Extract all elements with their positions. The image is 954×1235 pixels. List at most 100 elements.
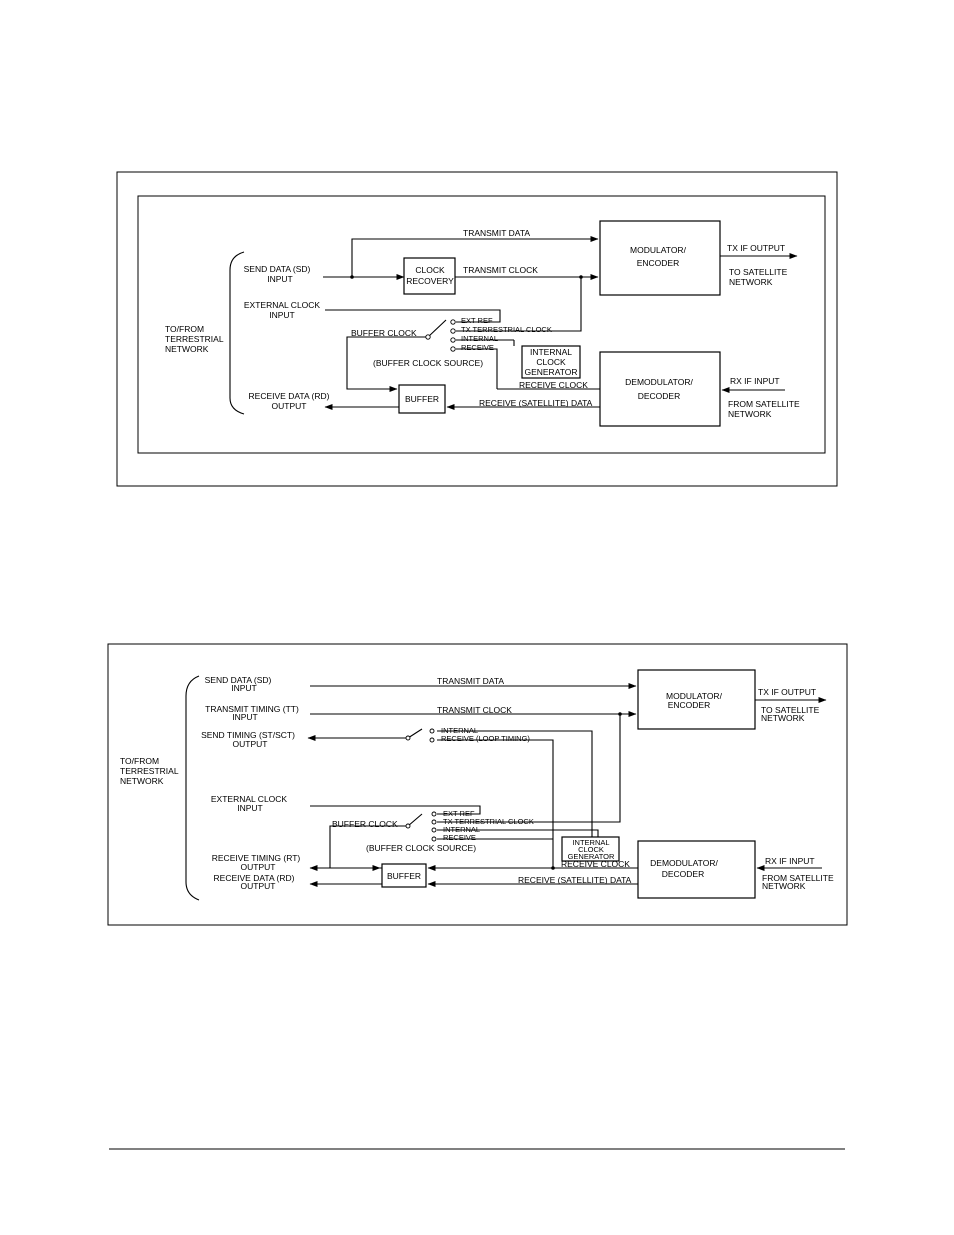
d2-switch-pivot bbox=[405, 823, 411, 829]
d2-switch-internal-label: INTERNAL bbox=[443, 825, 480, 834]
d1-modulator-block bbox=[599, 220, 721, 296]
d2-st-receive-wire bbox=[437, 739, 554, 868]
d2-receive-data-label-1: RECEIVE DATA (RD) bbox=[214, 873, 295, 883]
d2-buffer-label: BUFFER bbox=[387, 871, 421, 881]
d1-clock-recovery-label-1: CLOCK bbox=[415, 265, 445, 275]
d2-switch-ext-ref-label: EXT REF bbox=[443, 809, 475, 818]
d2-st-receive-label: RECEIVE (LOOP TIMING) bbox=[441, 734, 530, 743]
d1-buffer-clock-label: BUFFER CLOCK bbox=[351, 328, 417, 338]
d1-internal-clock-label-3: GENERATOR bbox=[524, 367, 577, 377]
d1-terrestrial-label-2: TERRESTRIAL bbox=[165, 334, 224, 344]
d1-switch-internal-label: INTERNAL bbox=[461, 334, 498, 343]
d2-demodulator-label-1: DEMODULATOR/ bbox=[650, 858, 718, 868]
d2-to-satellite-label-1: TO SATELLITE bbox=[761, 705, 820, 715]
d2-send-data-label-1: SEND DATA (SD) bbox=[205, 675, 272, 685]
d2-internal-clock-label-3: GENERATOR bbox=[568, 852, 615, 861]
d2-terrestrial-label-3: NETWORK bbox=[120, 776, 164, 786]
d1-switch-tx-terrestrial-label: TX TERRESTRIAL CLOCK bbox=[461, 325, 552, 334]
d2-buffer-block bbox=[381, 863, 427, 888]
d1-internal-clock-label-2: CLOCK bbox=[536, 357, 566, 367]
d2-tx-terrestrial-wire bbox=[437, 714, 621, 823]
d2-to-satellite-label-2: NETWORK bbox=[761, 713, 805, 723]
d2-st-switch-contact-internal[interactable] bbox=[429, 728, 435, 734]
d1-transmit-clock-label: TRANSMIT CLOCK bbox=[463, 265, 538, 275]
d2-switch-contact-ext-ref[interactable] bbox=[431, 811, 437, 817]
d1-buffer-label: BUFFER bbox=[405, 394, 439, 404]
d2-from-satellite-label-1: FROM SATELLITE bbox=[762, 873, 834, 883]
d2-receive-timing-label-1: RECEIVE TIMING (RT) bbox=[212, 853, 301, 863]
diagram-1: MODULATOR/ ENCODER DEMODULATOR/ DECODER … bbox=[116, 171, 838, 487]
d2-junction-tx-clock bbox=[618, 712, 622, 716]
d1-transmit-data-line bbox=[351, 236, 599, 277]
d1-switch-contact-receive[interactable] bbox=[450, 346, 456, 352]
d2-receive-sat-data-label: RECEIVE (SATELLITE) DATA bbox=[518, 875, 632, 885]
d1-demodulator-block bbox=[599, 351, 721, 427]
d2-modulator-label-1: MODULATOR/ bbox=[666, 691, 723, 701]
d1-receive-data-label-1: RECEIVE DATA (RD) bbox=[249, 391, 330, 401]
d1-junction-tx-clock bbox=[579, 275, 583, 279]
d2-transmit-timing-label-1: TRANSMIT TIMING (TT) bbox=[205, 704, 299, 714]
d2-switch-tx-terrestrial-label: TX TERRESTRIAL CLOCK bbox=[443, 817, 534, 826]
d2-switch-contact-internal[interactable] bbox=[431, 827, 437, 833]
d2-st-switch-contact-receive[interactable] bbox=[429, 737, 435, 743]
d2-rx-if-label: RX IF INPUT bbox=[765, 856, 815, 866]
d2-modulator-label-2: ENCODER bbox=[668, 700, 711, 710]
diagram-2-frame bbox=[107, 643, 848, 926]
d2-internal-clock-label-1: INTERNAL bbox=[572, 838, 609, 847]
d2-transmit-data-label: TRANSMIT DATA bbox=[437, 676, 504, 686]
d1-clock-recovery-label-2: RECOVERY bbox=[406, 276, 454, 286]
d1-modulator-label-1: MODULATOR/ bbox=[630, 245, 687, 255]
d2-switch-contact-receive[interactable] bbox=[431, 836, 437, 842]
d1-from-satellite-label-2: NETWORK bbox=[728, 409, 772, 419]
d2-st-switch-pivot bbox=[405, 735, 411, 741]
d1-switch-ext-ref-label: EXT REF bbox=[461, 316, 493, 325]
d2-terrestrial-brace bbox=[185, 675, 200, 901]
d2-switch-contact-tx-terrestrial[interactable] bbox=[431, 819, 437, 825]
d1-tx-if-label: TX IF OUTPUT bbox=[727, 243, 785, 253]
d1-receive-switch-wire bbox=[456, 348, 498, 389]
d2-receive-clock-label: RECEIVE CLOCK bbox=[561, 859, 630, 869]
d1-switch-contact-ext-ref[interactable] bbox=[450, 319, 456, 325]
d2-buffer-clock-label: BUFFER CLOCK bbox=[332, 819, 398, 829]
d2-receive-data-label-2: OUTPUT bbox=[241, 881, 276, 891]
d1-switch-receive-label: RECEIVE bbox=[461, 343, 494, 352]
d2-demodulator-label-2: DECODER bbox=[662, 869, 705, 879]
d1-switch-contact-tx-terrestrial[interactable] bbox=[450, 328, 456, 334]
d1-rx-if-label: RX IF INPUT bbox=[730, 376, 780, 386]
d1-external-clock-label-2: INPUT bbox=[269, 310, 295, 320]
d2-send-timing-label-1: SEND TIMING (ST/SCT) bbox=[201, 730, 295, 740]
d2-switch-blade[interactable] bbox=[407, 813, 423, 827]
d1-send-data-label-2: INPUT bbox=[267, 274, 293, 284]
d1-demodulator-label-2: DECODER bbox=[638, 391, 681, 401]
d2-junction-rx-clock bbox=[551, 866, 555, 870]
d2-external-clock-label-1: EXTERNAL CLOCK bbox=[211, 794, 288, 804]
d1-terrestrial-label-3: NETWORK bbox=[165, 344, 209, 354]
d1-modulator-label-2: ENCODER bbox=[637, 258, 680, 268]
d1-switch-blade[interactable] bbox=[427, 319, 447, 338]
d1-receive-sat-data-label: RECEIVE (SATELLITE) DATA bbox=[479, 398, 593, 408]
d2-terrestrial-label-1: TO/FROM bbox=[120, 756, 159, 766]
d2-from-satellite-label-2: NETWORK bbox=[762, 881, 806, 891]
d1-tx-terrestrial-clock-wire bbox=[456, 277, 582, 332]
d2-send-data-label-2: INPUT bbox=[231, 683, 257, 693]
d1-to-satellite-label-2: NETWORK bbox=[729, 277, 773, 287]
d2-external-clock-label-2: INPUT bbox=[237, 803, 263, 813]
d2-transmit-timing-label-2: INPUT bbox=[232, 712, 258, 722]
d1-switch-contact-internal[interactable] bbox=[450, 337, 456, 343]
d1-internal-clock-label-1: INTERNAL bbox=[530, 347, 572, 357]
d1-from-satellite-label-1: FROM SATELLITE bbox=[728, 399, 800, 409]
d1-demodulator-label-1: DEMODULATOR/ bbox=[625, 377, 693, 387]
d1-send-data-label-1: SEND DATA (SD) bbox=[244, 264, 311, 274]
d1-junction-sd bbox=[350, 275, 354, 279]
d1-transmit-data-label: TRANSMIT DATA bbox=[463, 228, 530, 238]
d2-ext-clock-wire bbox=[310, 805, 481, 815]
d2-st-switch-blade[interactable] bbox=[407, 728, 423, 739]
d2-internal-clock-label-2: CLOCK bbox=[578, 845, 604, 854]
diagram-1-inner-frame bbox=[137, 195, 826, 454]
diagram-1-outer-frame bbox=[116, 171, 838, 487]
d1-terrestrial-label-1: TO/FROM bbox=[165, 324, 204, 334]
d2-transmit-clock-label: TRANSMIT CLOCK bbox=[437, 705, 512, 715]
d2-receive-timing-label-2: OUTPUT bbox=[241, 862, 276, 872]
d1-terrestrial-brace bbox=[229, 251, 245, 415]
